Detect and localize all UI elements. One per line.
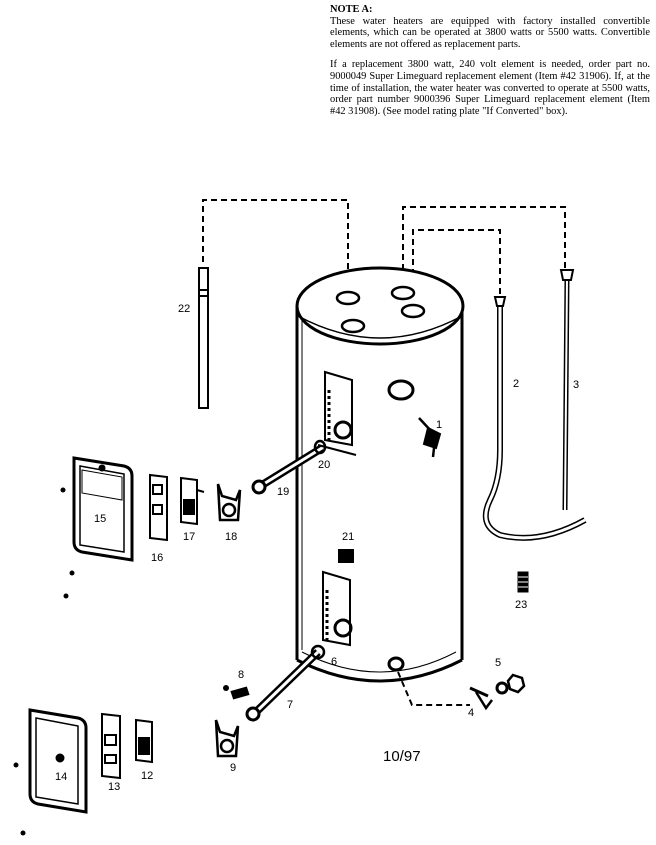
callout-22: 22 — [178, 303, 190, 315]
cover-screws — [13, 487, 229, 836]
lower-element-access — [322, 570, 353, 647]
callout-14: 14 — [55, 771, 67, 783]
flex-pipe-2 — [482, 296, 587, 541]
anode-rod-3 — [559, 269, 575, 511]
callout-12: 12 — [141, 770, 153, 782]
callout-21: 21 — [342, 531, 354, 543]
upper-insulation-16 — [149, 473, 168, 542]
callout-16: 16 — [151, 552, 163, 564]
clip-8 — [230, 686, 250, 700]
callout-8: 8 — [238, 669, 244, 681]
callout-17: 17 — [183, 531, 195, 543]
callout-13: 13 — [108, 781, 120, 793]
callout-15: 15 — [94, 513, 106, 525]
callout-1: 1 — [436, 419, 442, 431]
callout-19: 19 — [277, 486, 289, 498]
date-code: 10/97 — [383, 748, 421, 765]
gasket-6 — [310, 644, 326, 660]
callout-7: 7 — [287, 699, 293, 711]
lower-access-cover-14 — [28, 708, 88, 814]
nipple-23 — [517, 571, 529, 593]
gasket-20 — [313, 439, 327, 455]
callout-labels: 1 2 3 4 5 6 7 8 9 12 13 14 15 16 17 18 1… — [55, 303, 579, 793]
callout-18: 18 — [225, 531, 237, 543]
note-paragraph-2: If a replacement 3800 watt, 240 volt ele… — [330, 59, 650, 117]
upper-heating-element-19 — [251, 444, 325, 495]
callout-4: 4 — [468, 707, 474, 719]
upper-element-access — [317, 370, 357, 456]
thermostat-bracket-18 — [216, 483, 242, 522]
relief-valve — [387, 379, 442, 458]
dashed-connection-lines — [202, 199, 566, 706]
lower-insulation-13 — [101, 712, 121, 780]
dip-tube-22 — [198, 267, 209, 409]
callout-20: 20 — [318, 459, 330, 471]
note-paragraph-1: These water heaters are equipped with fa… — [330, 15, 650, 50]
rating-plate — [338, 549, 354, 563]
tank-top-openings — [335, 285, 426, 334]
callout-6: 6 — [331, 656, 337, 668]
drain-valve — [387, 656, 526, 711]
callout-23: 23 — [515, 599, 527, 611]
lower-thermostat-12 — [135, 718, 153, 764]
callout-9: 9 — [230, 762, 236, 774]
lower-heating-element-7 — [245, 649, 321, 722]
note-a: NOTE A: These water heaters are equipped… — [330, 4, 650, 126]
note-title: NOTE A: — [330, 4, 373, 15]
callout-2: 2 — [513, 378, 519, 390]
upper-access-cover-15 — [72, 456, 134, 562]
upper-thermostat-17 — [180, 476, 205, 526]
thermostat-bracket-9 — [214, 719, 240, 758]
callout-3: 3 — [573, 379, 579, 391]
water-heater-tank — [295, 266, 465, 683]
callout-5: 5 — [495, 657, 501, 669]
